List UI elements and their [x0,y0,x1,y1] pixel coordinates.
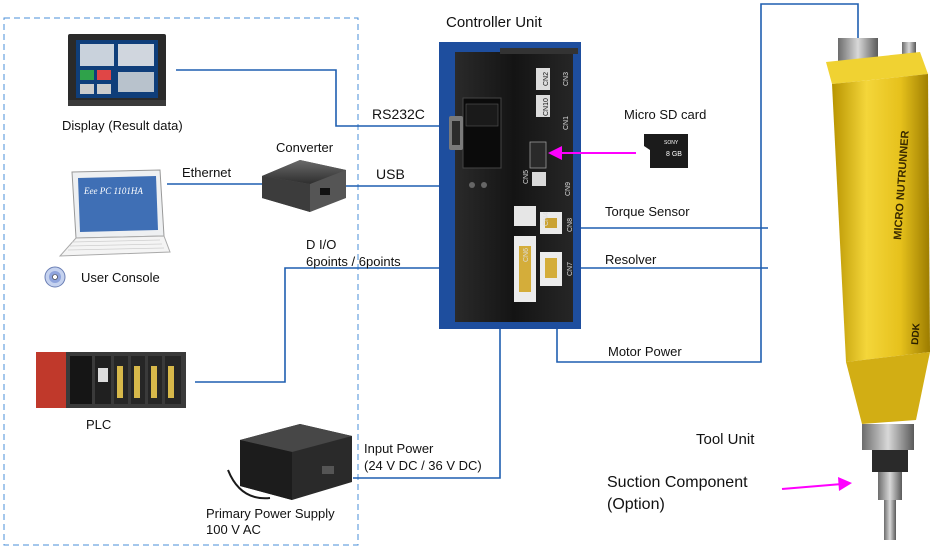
dio-line [195,267,550,383]
sd-brand-label: SONY [664,140,679,146]
laptop-icon [58,169,171,257]
connector-label-cn5: CN5 [523,170,530,184]
dio-label: D I/O [306,237,337,252]
connector-label-cn10: CN10 [543,98,550,116]
connector-label-cn1: CN1 [563,116,570,130]
usb-label: USB [376,166,405,182]
motor-power-line [556,3,859,363]
power-line [353,308,501,479]
controller-unit-icon [439,42,581,329]
user-console-label: User Console [81,270,160,285]
connector-label-cn3: CN3 [563,72,570,86]
torque-sensor-label: Torque Sensor [605,204,690,219]
suction-arrow-head [838,477,852,491]
suction-component-label: Suction Component [607,474,748,491]
plc-rack-icon [36,352,186,408]
ethernet-label: Ethernet [182,165,232,180]
touch-display-icon [68,34,166,106]
motor-power-label: Motor Power [608,344,682,359]
power-supply-voltage-label: 100 V AC [206,522,261,537]
plc-label: PLC [86,417,112,432]
arrows [548,146,852,491]
sd-size-label: 8 GB [666,151,682,158]
connector-label-cn9: CN9 [565,182,572,196]
input-power-voltage-label: (24 V DC / 36 V DC) [364,458,482,473]
sd-card-arrow-head [548,146,562,160]
converter-box-icon [262,160,346,212]
cd-icon [44,266,66,288]
connector-label-cn2: CN2 [543,72,550,86]
suction-option-label: (Option) [607,496,665,513]
power-supply-label: Primary Power Supply [206,506,335,521]
tool-unit-label: Tool Unit [696,431,755,448]
controller-connector-labels: CN2 CN10 CN3 CN1 CN5 CN9 CN4 CN6 CN8 CN7 [523,72,574,276]
connector-label-cn7: CN7 [567,262,574,276]
input-power-label: Input Power [364,441,434,456]
micro-sd-label: Micro SD card [624,107,707,122]
nutrunner-tool-icon [826,38,930,540]
controller-unit-label: Controller Unit [446,14,542,31]
rs232c-line [176,69,449,127]
tool-maker-label: DDK [910,322,923,345]
resolver-label: Resolver [605,252,657,267]
converter-label: Converter [276,140,334,155]
micro-sd-icon [644,134,688,168]
rs232c-label: RS232C [372,106,425,122]
connector-label-cn6: CN6 [523,248,530,262]
connector-label-cn4: CN4 [543,212,550,226]
dio-points-label: 6points / 6points [306,254,401,269]
connector-label-cn8: CN8 [567,218,574,232]
laptop-brand-label: Eee PC 1101HA [83,186,143,196]
display-label: Display (Result data) [62,118,183,133]
suction-arrow-line [781,483,843,490]
power-adapter-icon [227,424,352,500]
connection-lines [167,3,859,479]
